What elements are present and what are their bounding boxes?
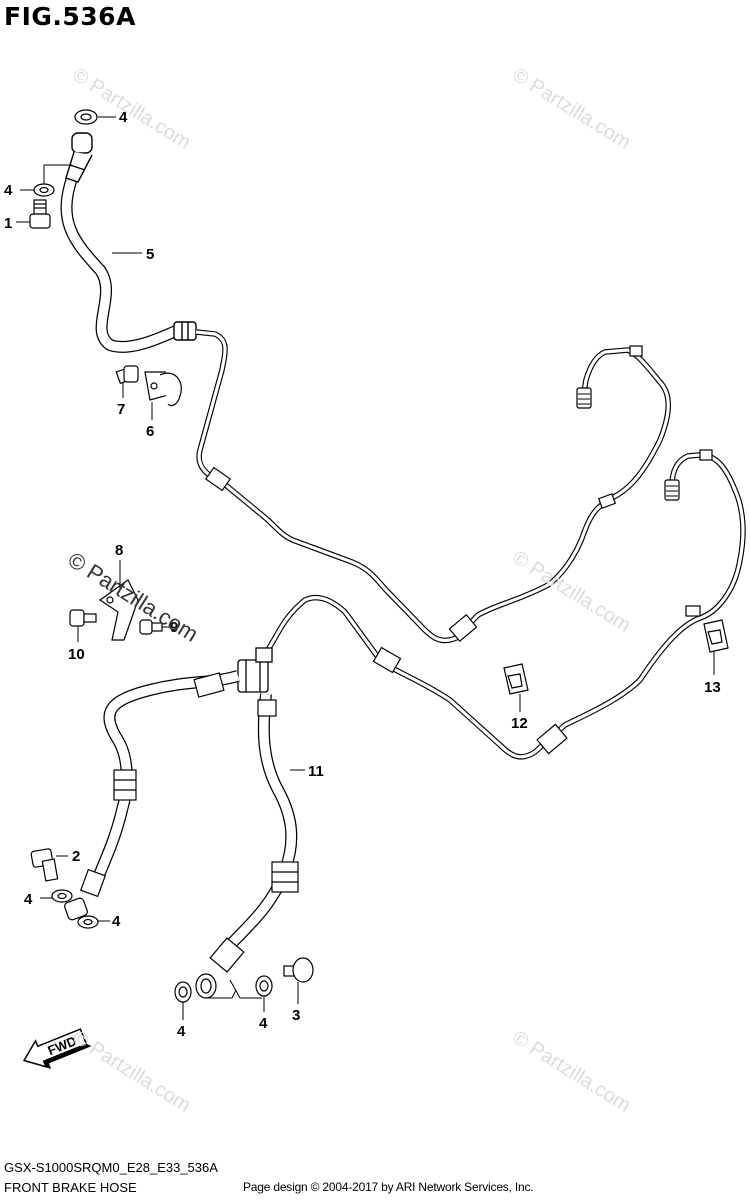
washer-left-1 bbox=[51, 889, 73, 903]
callout-3: 3 bbox=[292, 1007, 300, 1024]
callout-11: 11 bbox=[308, 763, 324, 780]
page-credit: Page design © 2004-2017 by ARI Network S… bbox=[243, 1180, 534, 1194]
callout-10: 10 bbox=[68, 646, 85, 663]
leader-lines bbox=[16, 116, 715, 1020]
callout-4-left-lower: 4 bbox=[112, 913, 121, 930]
clamp-13 bbox=[703, 619, 729, 653]
callout-1: 1 bbox=[4, 215, 12, 232]
callout-2: 2 bbox=[72, 848, 80, 865]
callout-6: 6 bbox=[146, 423, 154, 440]
brake-pipe-2 bbox=[259, 449, 746, 760]
bolt-3 bbox=[283, 957, 314, 983]
washer-bottom-1 bbox=[174, 981, 192, 1003]
callout-12: 12 bbox=[511, 715, 528, 732]
clamp-6 bbox=[144, 371, 182, 407]
bolt-7 bbox=[115, 365, 139, 385]
callout-4-bottom-left: 4 bbox=[177, 1023, 186, 1040]
brake-hose-11 bbox=[195, 693, 299, 999]
callout-5: 5 bbox=[146, 246, 154, 263]
three-way-joint bbox=[237, 647, 273, 693]
callout-4-bottom-right: 4 bbox=[259, 1015, 268, 1032]
bracket-8 bbox=[98, 579, 139, 641]
brake-pipe-1 bbox=[195, 329, 671, 644]
callout-4-upper-left: 4 bbox=[4, 182, 13, 199]
callout-9: 9 bbox=[170, 619, 178, 636]
brake-hose-upper bbox=[60, 132, 197, 353]
brake-hose-left-lower bbox=[64, 670, 240, 921]
bolt-10 bbox=[69, 609, 97, 627]
callout-13: 13 bbox=[704, 679, 721, 696]
bolt-1 bbox=[29, 199, 51, 229]
bolt-2 bbox=[30, 848, 59, 882]
callout-4-top: 4 bbox=[119, 109, 128, 126]
washer-upper-1 bbox=[74, 109, 98, 125]
washer-upper-2 bbox=[33, 183, 55, 197]
clamp-12 bbox=[503, 663, 529, 695]
callout-labels: 4 4 1 5 7 6 8 9 10 11 12 13 2 4 4 4 4 3 bbox=[4, 109, 721, 1040]
washer-bottom-2 bbox=[255, 975, 273, 997]
figure-name: FRONT BRAKE HOSE bbox=[4, 1180, 137, 1195]
model-code: GSX-S1000SRQM0_E28_E33_536A bbox=[4, 1160, 218, 1175]
callout-4-left: 4 bbox=[24, 891, 33, 908]
callout-8: 8 bbox=[115, 542, 123, 559]
washer-left-2 bbox=[77, 915, 99, 929]
callout-7: 7 bbox=[117, 401, 125, 418]
fig-title: FIG.536A bbox=[4, 2, 136, 31]
